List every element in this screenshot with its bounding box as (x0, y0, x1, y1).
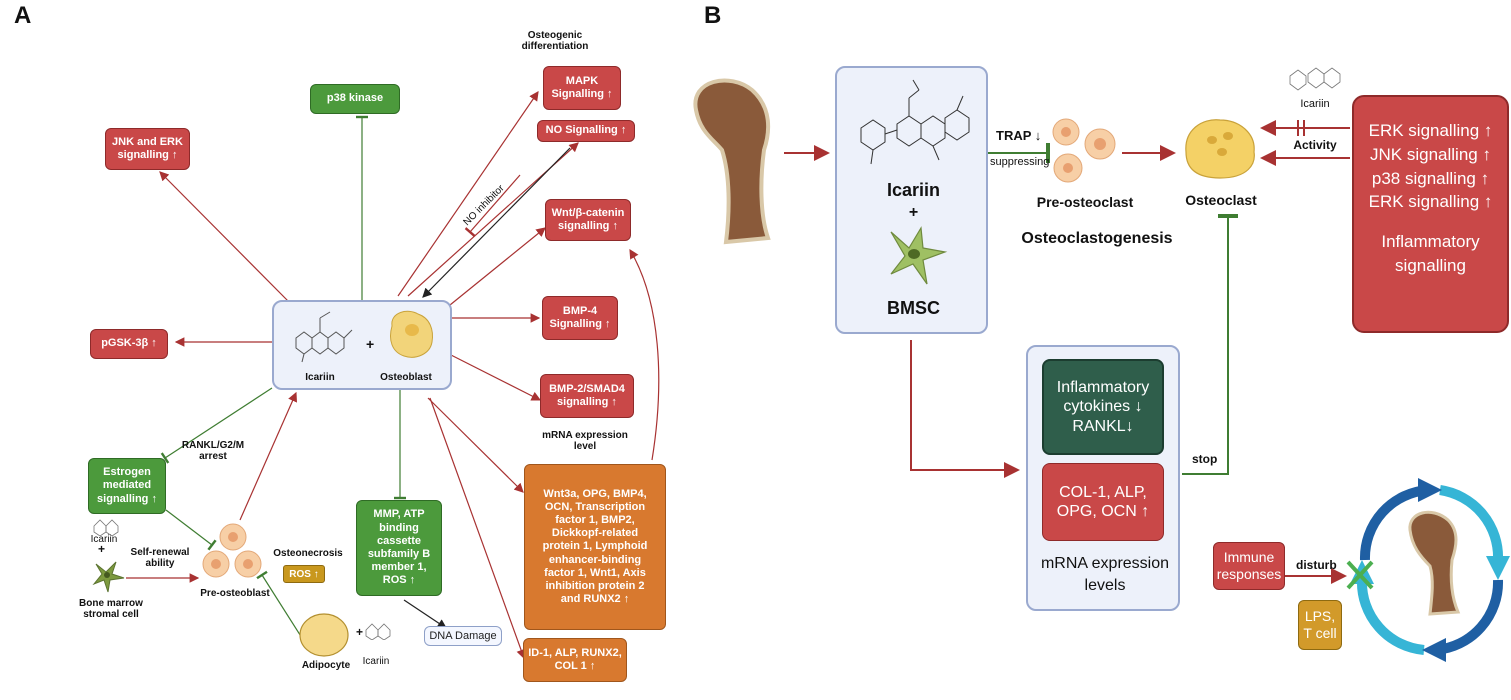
bmsc-plus-sign: + (98, 542, 106, 556)
bmsc-cell-icon (890, 226, 948, 285)
icariin-adipo-molecule-icon (365, 623, 391, 640)
arrow-mrna-to-wnt (629, 248, 660, 461)
plus-sign: + (366, 336, 375, 352)
lps-tcell-box: LPS, T cell (1298, 600, 1342, 650)
no-inhibitor-line (464, 174, 521, 237)
cycle-arc-3 (1435, 579, 1504, 655)
inflammatory-signalling-box: ERK signalling ↑ JNK signalling ↑ p38 si… (1352, 95, 1509, 333)
inflammatory-signalling-label: Inflammatory signalling (1381, 232, 1480, 275)
icariin-plus-sign: + (908, 204, 919, 221)
icariin-molecule-large-icon (860, 79, 970, 165)
adipocyte-inhibit (256, 570, 303, 639)
pre-osteoblast-label: Pre-osteoblast (200, 588, 270, 599)
activity-label: Activity (1293, 138, 1337, 152)
jnk-erk-box: JNK and ERK signalling ↑ (105, 128, 190, 170)
p38-kinase-box: p38 kinase (310, 84, 400, 114)
mmp-box: MMP, ATP binding cassette subfamily B me… (356, 500, 442, 596)
cycle-arc-4 (1356, 579, 1425, 655)
rankl-arrest-label: RANKL/G2/M arrest (181, 440, 245, 462)
osteoclast-label: Osteoclast (1185, 192, 1257, 208)
icariin-top-label: Icariin (1300, 98, 1330, 110)
pre-osteoclast-label: Pre-osteoclast (1036, 194, 1134, 210)
estrogen-to-preosteoblast (165, 509, 217, 551)
icariin-adipo-label: Icariin (362, 656, 390, 667)
panel-b-arrows (784, 120, 1350, 584)
femur-bone-icon (693, 78, 771, 245)
signalling-item: p38 signalling ↑ (1371, 168, 1490, 188)
self-renewal-label: Self-renewal ability (130, 547, 190, 569)
icariin-small-label: Icariin (90, 534, 118, 545)
col1-alp-box: COL-1, ALP, OPG, OCN ↑ (1042, 463, 1164, 541)
icariin-bmsc-box: Icariin + BMSC (835, 66, 988, 334)
stop-line (1182, 214, 1238, 475)
icariin-molecule-icon (295, 311, 353, 363)
stop-label: stop (1192, 452, 1218, 466)
cycle-head-3 (1422, 638, 1446, 662)
cycle-arc-2 (1439, 485, 1504, 561)
arrow-preosteoblast-to-center (239, 391, 298, 521)
id1-alp-box: ID-1, ALP, RUNX2, COL 1 ↑ (523, 638, 627, 682)
osteoclastogenesis-label: Osteoclastogenesis (1021, 230, 1173, 247)
no-return-arrow (422, 147, 571, 298)
signalling-item: JNK signalling ↑ (1370, 144, 1491, 164)
adipocyte-cell-icon (299, 613, 349, 657)
icariin-top-molecule-icon (1289, 67, 1341, 91)
cycle-ring (1350, 478, 1510, 662)
pre-osteoblast-cells-icon (202, 523, 262, 578)
signalling-item: ERK signalling ↑ (1368, 192, 1493, 212)
wnt-catenin-box: Wnt/β-catenin signalling ↑ (545, 199, 631, 241)
inhibit-estrogen (160, 387, 273, 464)
dna-damage-box: DNA Damage (424, 626, 502, 646)
bmp4-box: BMP-4 Signalling ↑ (542, 296, 618, 340)
adipocyte-plus-sign: + (356, 625, 364, 639)
mrna-expression-box: Inflammatory cytokines ↓ RANKL↓ COL-1, A… (1026, 345, 1180, 611)
arrow-to-wnt3a (427, 397, 524, 493)
pre-osteoclast-cells-icon (1052, 118, 1116, 183)
bmp2-smad4-box: BMP-2/SMAD4 signalling ↑ (540, 374, 634, 418)
bmsc-label: Bone marrow stromal cell (79, 598, 143, 620)
femur-small-icon (1408, 510, 1461, 616)
stromal-cell-icon (92, 561, 125, 593)
icariin-small-molecule-icon (93, 519, 119, 536)
icariin-title: Icariin (886, 180, 941, 200)
osteonecrosis-label: Osteonecrosis (273, 548, 343, 559)
icariin-label: Icariin (305, 372, 335, 383)
ros-badge: ROS ↑ (283, 565, 325, 583)
arrow-to-bmp2 (448, 353, 542, 401)
arrow-to-mapk (397, 91, 539, 297)
mrna-expression-label: mRNA expression level (542, 430, 628, 452)
trap-label: TRAP ↓ (996, 128, 1042, 143)
suppressing-label: suppressing (990, 156, 1050, 168)
mrna-levels-label: mRNA expression levels (1040, 555, 1170, 594)
arrow-to-wnt (449, 227, 546, 306)
cycle-arc-1 (1359, 485, 1429, 561)
inflammatory-cytokines-box: Inflammatory cytokines ↓ RANKL↓ (1042, 359, 1164, 455)
panel-b-letter: B (704, 2, 722, 29)
osteoblast-label: Osteoblast (380, 372, 432, 383)
arrow-to-jnk-erk (159, 171, 291, 304)
no-signalling-box: NO Signalling ↑ (537, 120, 635, 142)
estrogen-box: Estrogen mediated signalling ↑ (88, 458, 166, 514)
wnt3a-box: Wnt3a, OPG, BMP4, OCN, Transcription fac… (524, 464, 666, 630)
disturb-x-icon (1346, 560, 1374, 590)
disturb-label: disturb (1296, 558, 1337, 572)
osteoblast-cell-icon (390, 310, 433, 358)
cycle-head-1 (1418, 478, 1442, 502)
cycle-head-2 (1486, 556, 1510, 580)
arrow-to-id1 (429, 397, 526, 660)
arrow-to-mrna-box (910, 340, 1020, 478)
mapk-box: MAPK Signalling ↑ (543, 66, 621, 110)
signalling-item: ERK signalling ↑ (1368, 121, 1493, 140)
bmsc-title: BMSC (887, 298, 940, 318)
osteogenic-label: Osteogenic differentiation (521, 30, 589, 52)
icariin-osteoblast-center: + Icariin Osteoblast (272, 300, 452, 390)
panel-a-letter: A (14, 2, 32, 29)
adipocyte-label: Adipocyte (301, 660, 351, 671)
pgsk-box: pGSK-3β ↑ (90, 329, 168, 359)
arrow-to-dna (403, 599, 447, 629)
immune-responses-box: Immune responses (1213, 542, 1285, 590)
osteoclast-cell-icon (1185, 119, 1255, 179)
panel-a-arrows (126, 91, 660, 660)
